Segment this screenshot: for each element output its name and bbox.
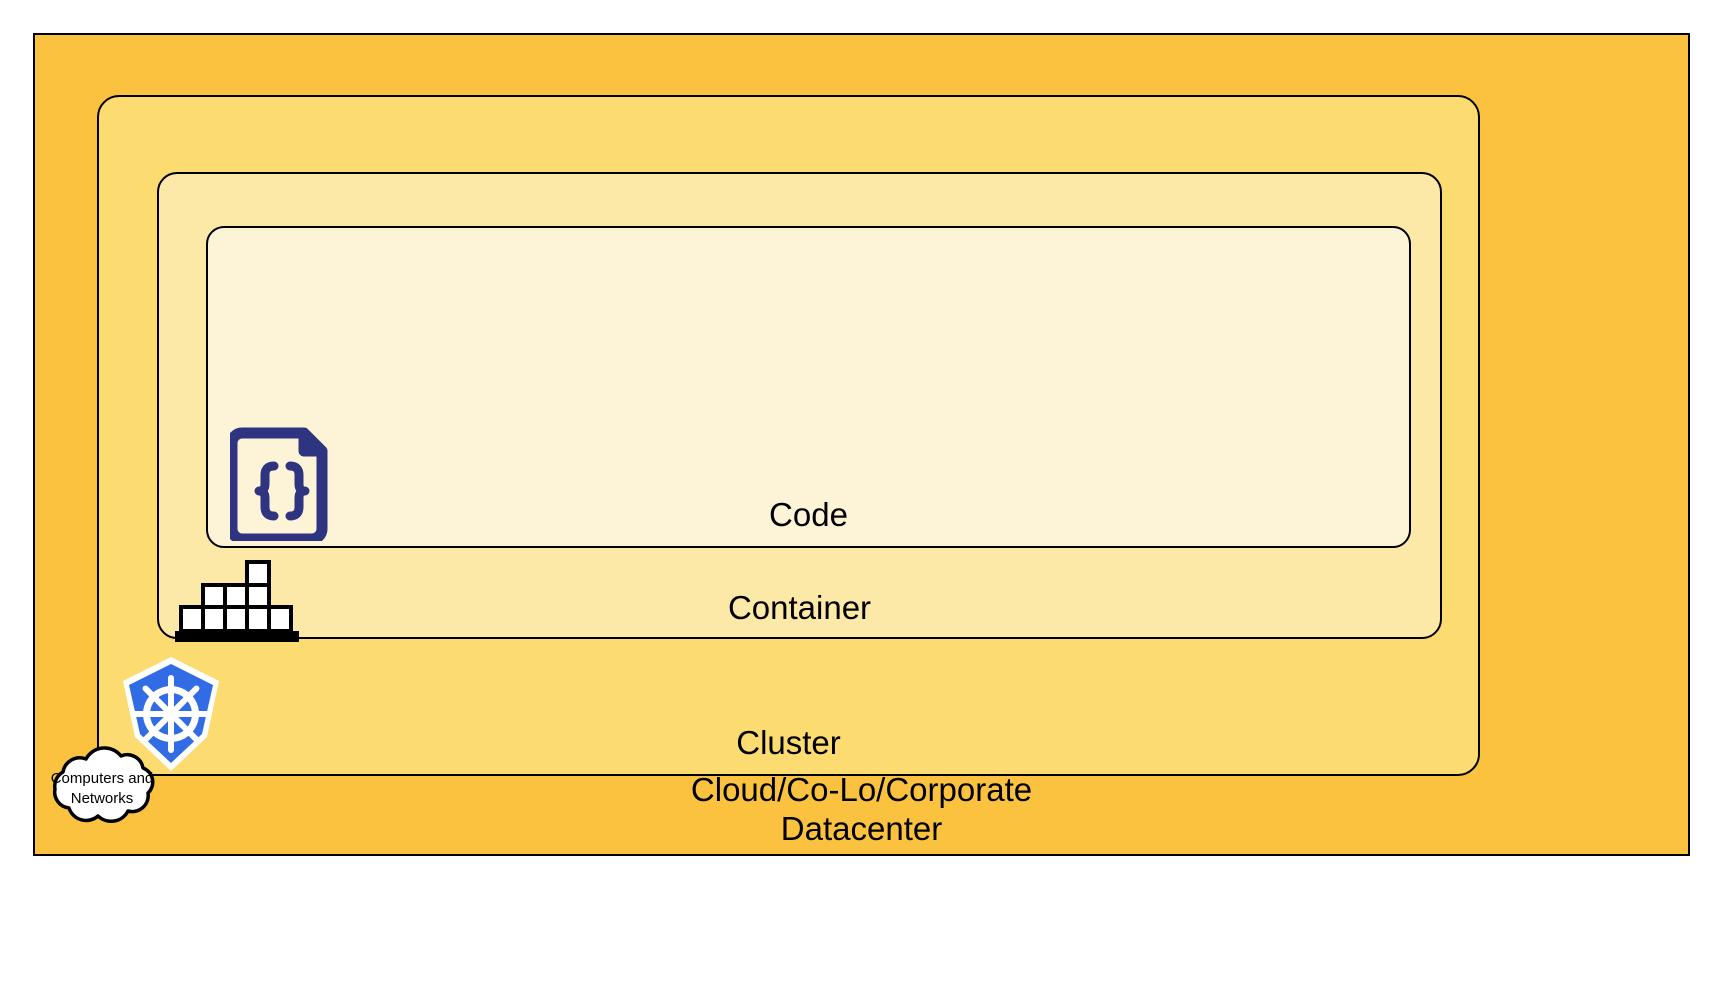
layer-container[interactable]: Code xyxy=(157,172,1442,642)
layer-cluster[interactable]: Code xyxy=(97,95,1480,776)
layer-code[interactable]: Code xyxy=(206,226,1411,548)
cloud-computers-and-networks[interactable]: Computers and Networks xyxy=(32,742,172,835)
layer-label-code: Code xyxy=(769,495,848,533)
kubernetes-helm-icon xyxy=(123,657,219,771)
layer-label-container: Container xyxy=(727,588,872,626)
layer-datacenter[interactable]: Code xyxy=(33,33,1690,856)
code-json-document-icon xyxy=(230,427,328,541)
layer-label-cluster: Cluster xyxy=(736,723,841,761)
container-stack-icon xyxy=(175,560,299,642)
cloud-shape-icon xyxy=(52,746,155,824)
layer-label-datacenter: Cloud/Co-Lo/Corporate Datacenter xyxy=(690,771,1033,847)
